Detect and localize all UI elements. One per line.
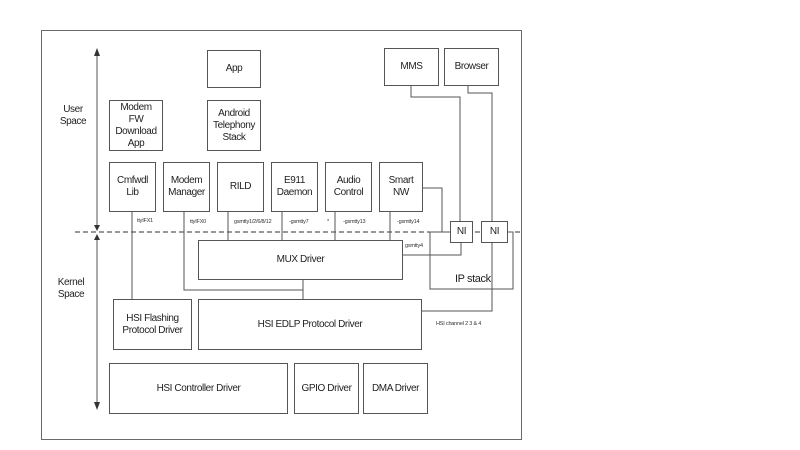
wire-modem-manager <box>183 211 303 291</box>
hsi-controller-driver-box: HSI Controller Driver <box>109 363 288 414</box>
kernel-space-label: Kernel Space <box>57 277 85 300</box>
hsi-flashing-protocol-driver-box: HSI Flashing Protocol Driver <box>113 299 192 350</box>
label-gsmtty-rild: gsmtty1/2/6/8/12 <box>234 219 272 225</box>
dma-driver-box: DMA Driver <box>363 363 428 414</box>
label-gsmtty13: -gsmtty13 <box>343 219 366 225</box>
label-gsmtty7: -gsmtty7 <box>289 219 309 225</box>
modem-fw-download-app-box: Modem FW Download App <box>109 100 163 151</box>
wire-mux-ni <box>402 243 462 256</box>
label-ttyifx0: ttyIFX0 <box>190 219 207 225</box>
e911-daemon-box: E911 Daemon <box>271 162 318 212</box>
wire-mms-ni <box>410 85 461 221</box>
arrow-head-up-boundary <box>94 234 100 240</box>
diagram-frame <box>41 30 522 440</box>
label-gsmtty14: -gsmtty14 <box>397 219 420 225</box>
ni-box-left: NI <box>450 221 473 243</box>
hsi-edlp-protocol-driver-box: HSI EDLP Protocol Driver <box>198 299 422 350</box>
mms-box: MMS <box>384 48 439 86</box>
smart-nw-box: Smart NW <box>379 162 423 212</box>
arrow-head-down-boundary <box>94 225 100 231</box>
wire-ni-edlp <box>421 243 493 312</box>
wire-smart-nw-ni <box>422 187 443 232</box>
modem-manager-box: Modem Manager <box>163 162 210 212</box>
label-star: * <box>327 219 329 225</box>
gpio-driver-box: GPIO Driver <box>294 363 359 414</box>
ip-stack-label: IP stack <box>455 273 491 285</box>
cmfwdl-lib-box: Cmfwdl Lib <box>109 162 156 212</box>
label-ttyifx1: ttyIFX1 <box>137 218 154 224</box>
rild-box: RILD <box>217 162 264 212</box>
ni-box-right: NI <box>481 221 508 243</box>
label-gsmtty4: gsmtty4 <box>405 243 423 249</box>
audio-control-box: Audio Control <box>325 162 372 212</box>
mux-driver-box: MUX Driver <box>198 240 403 280</box>
wire-browser-ni <box>467 85 493 221</box>
android-telephony-stack-box: Android Telephony Stack <box>207 100 261 151</box>
arrow-head-up <box>94 48 100 56</box>
user-space-label: User Space <box>59 104 87 127</box>
ip-stack-outline <box>429 231 514 290</box>
arrow-head-down <box>94 402 100 410</box>
label-hsi-channels: HSI channel 2 3 & 4 <box>436 321 482 327</box>
app-box: App <box>207 50 261 88</box>
browser-box: Browser <box>444 48 499 86</box>
